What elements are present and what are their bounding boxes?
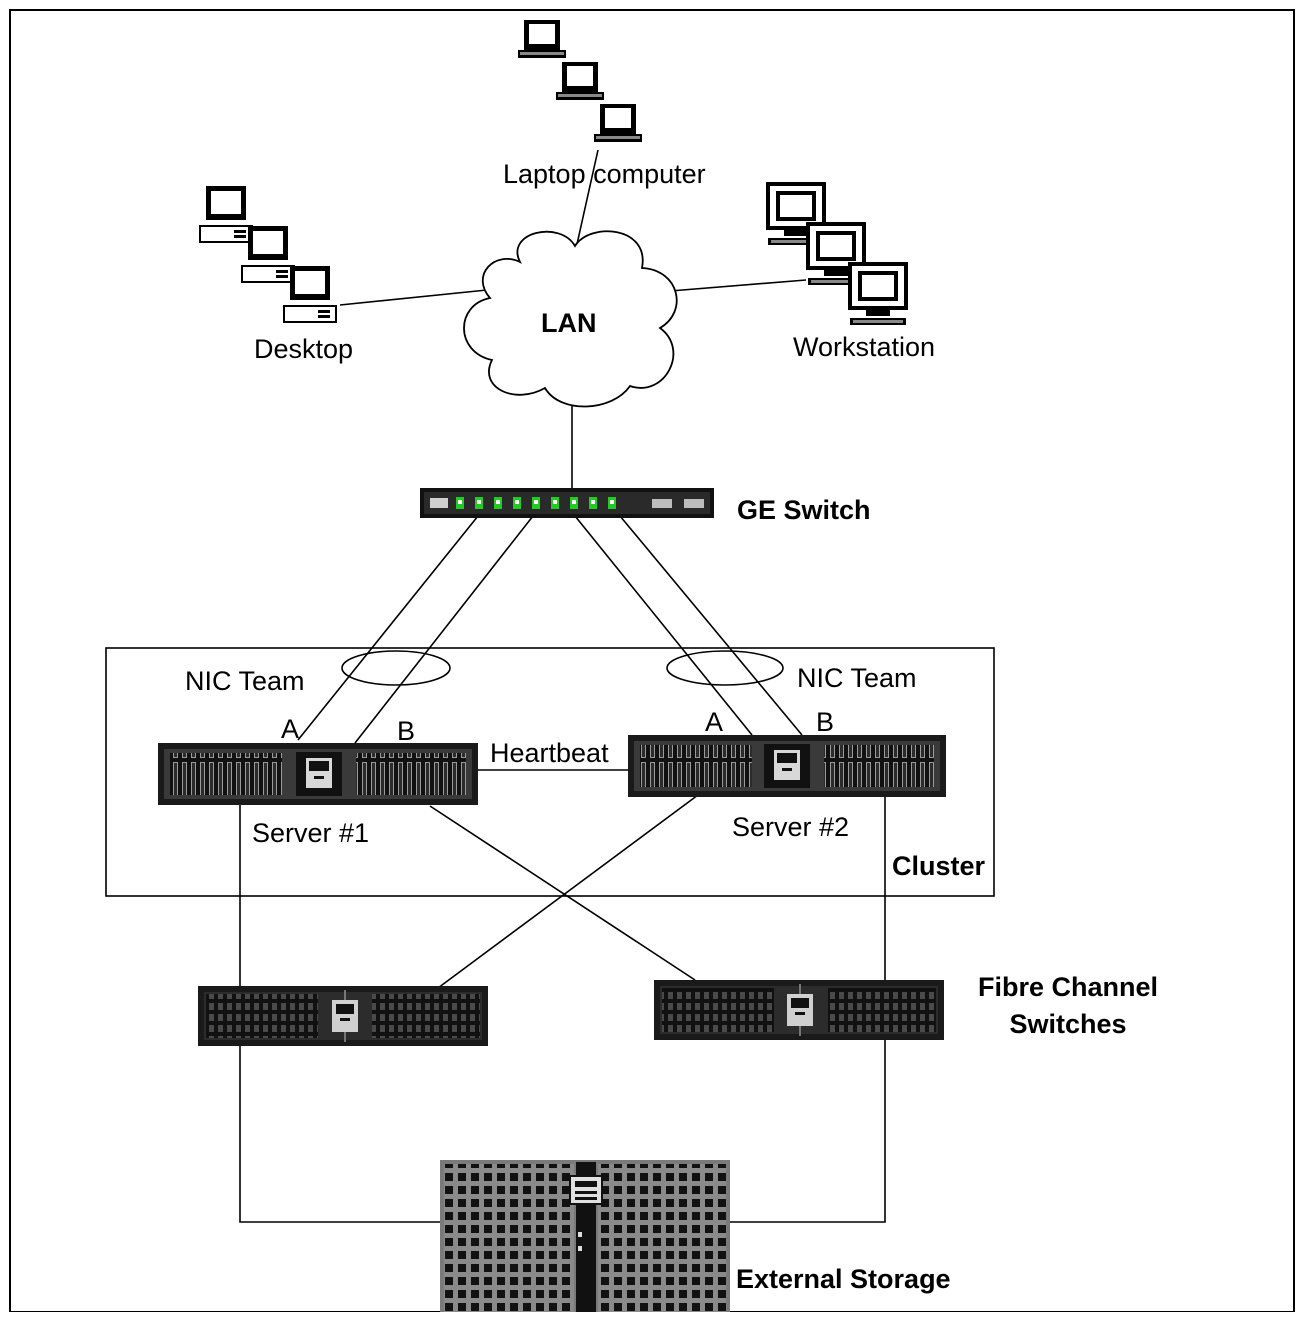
laptop-icon <box>556 62 604 100</box>
desktop-icon <box>241 225 295 283</box>
desktop-group <box>199 185 337 323</box>
heartbeat-label: Heartbeat <box>490 738 609 768</box>
nic-team-left-label: NIC Team <box>185 666 305 696</box>
connection-lines <box>239 149 886 1223</box>
port-a-label: A <box>281 714 299 744</box>
nic-team-right-label: NIC Team <box>797 663 917 693</box>
desktop-icon <box>199 185 253 243</box>
cloud-icon <box>463 230 678 408</box>
port-b-label: B <box>816 707 834 737</box>
cluster-label: Cluster <box>892 851 986 881</box>
network-switch-icon <box>420 488 714 518</box>
cluster-box <box>105 647 995 897</box>
desktop-label: Desktop <box>254 334 353 364</box>
fc-switch-icon <box>198 986 488 1046</box>
nic-team-ellipse <box>666 650 784 686</box>
workstation-label: Workstation <box>793 332 935 362</box>
port-a-label: A <box>705 707 723 737</box>
rack-server-icon <box>158 743 478 805</box>
workstation-group <box>766 182 908 325</box>
nic-team-ellipse <box>341 650 451 686</box>
laptop-icon <box>518 20 566 58</box>
laptop-icon <box>594 104 642 142</box>
page-frame <box>9 9 1295 1313</box>
server2-label: Server #2 <box>732 812 849 842</box>
ge-switch-label: GE Switch <box>737 495 871 525</box>
desktop-icon <box>283 265 337 323</box>
fc-switches-label-line1: Fibre Channel <box>978 972 1158 1002</box>
storage-array-icon <box>440 1160 730 1312</box>
fc-switches-label-line2: Switches <box>1009 1009 1126 1039</box>
workstation-icon <box>848 262 908 325</box>
rack-server-icon <box>628 735 946 797</box>
laptop-label: Laptop computer <box>503 159 706 189</box>
external-storage-label: External Storage <box>736 1264 951 1294</box>
lan-label: LAN <box>541 308 597 338</box>
fc-switch-icon <box>654 980 944 1040</box>
server1-label: Server #1 <box>252 818 369 848</box>
laptop-group <box>518 20 642 142</box>
port-b-label: B <box>397 716 415 746</box>
